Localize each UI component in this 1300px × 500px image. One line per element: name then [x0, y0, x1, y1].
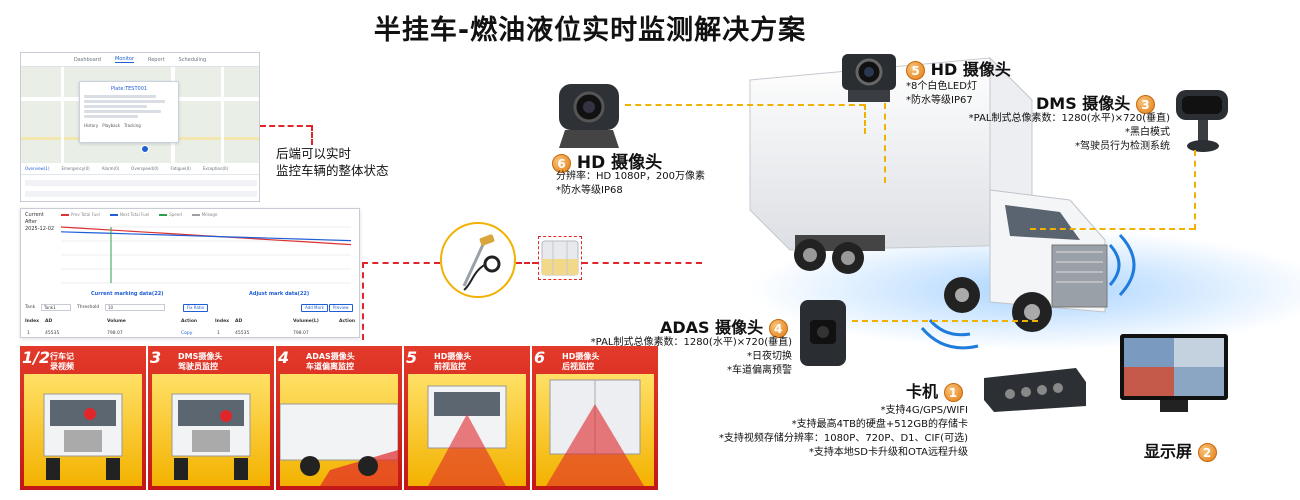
badge-2: 2: [1197, 443, 1217, 462]
camera-6-label: 6 HD 摄像头: [552, 148, 662, 173]
monitor-screenshot: Dashboard Monitor Report Scheduling Plat…: [20, 52, 260, 202]
backend-annotation: 后端可以实时 监控车辆的整体状态: [276, 146, 389, 178]
fuel-tank-image: [538, 236, 582, 280]
fuel-sensor-image: [440, 222, 516, 298]
nav-tab-report[interactable]: Report: [147, 56, 165, 63]
adas-camera-image: [800, 300, 846, 366]
scenario-card-3: 3 DMS摄像头驾驶员监控: [148, 346, 274, 490]
fuel-tank-icon: [541, 240, 579, 276]
add-mark-button[interactable]: Add Mark: [301, 304, 328, 312]
adjust-marking-title: Adjust mark data(22): [249, 291, 310, 297]
fuel-line-chart[interactable]: [21, 209, 360, 291]
scenario-card-6: 6 HD摄像头后视监控: [532, 346, 658, 490]
badge-4: 4: [768, 319, 788, 338]
badge-3: 3: [1135, 95, 1155, 114]
nav-tab-dashboard[interactable]: Dashboard: [73, 56, 101, 63]
table-tab-overview[interactable]: Overview(1): [25, 166, 50, 171]
legend-item: Mileage: [191, 212, 217, 217]
truck-illustration: [749, 56, 1300, 350]
adas-camera-desc: *PAL制式总像素数：1280(水平)×720(垂直) *日夜切换 *车道偏离预…: [590, 337, 792, 376]
truck-cab-icon: [171, 393, 251, 480]
truck-side-icon: [280, 403, 398, 486]
preview-button[interactable]: Preview: [329, 304, 353, 312]
chart-legend: Prev Total Fuel Next Total Fuel Speed Mi…: [61, 212, 217, 217]
fuel-sensor-icon: [462, 234, 501, 291]
page-title: 半挂车-燃油液位实时监测解决方案: [373, 15, 807, 46]
series-line-1: [60, 231, 352, 242]
display-label: 显示屏 2: [1144, 438, 1217, 462]
truck-cab-icon: [43, 393, 123, 480]
dvr-desc: *支持4G/GPS/WIFI *支持最高4TB的硬盘+512GB的存储卡 *支持…: [718, 405, 968, 458]
camera-6-desc: 分辨率：HD 1080P，200万像素 *防水等级IP68: [556, 171, 705, 196]
fuel-chart-screenshot: Current After 2025-12-02 Prev Total Fuel…: [20, 208, 360, 338]
popup-plate: Plate:TEST001: [110, 86, 148, 92]
popup-history-link[interactable]: History: [84, 123, 99, 128]
marking-panels: Current marking data(22) Adjust mark dat…: [25, 291, 356, 336]
display-monitor-image: [1120, 334, 1228, 412]
legend-item: Speed: [159, 212, 182, 217]
legend-item: Next Total Fuel: [109, 212, 149, 217]
dvr-label: 卡机 1: [906, 378, 963, 402]
camera-5-image: [842, 54, 896, 102]
badge-1: 1: [943, 383, 963, 402]
camera-5-label: 5 HD 摄像头: [906, 56, 1011, 80]
adas-camera-label: ADAS 摄像头 4: [660, 314, 788, 338]
dms-camera-desc: *PAL制式总像素数：1280(水平)×720(垂直) *黑白模式 *驾驶员行为…: [968, 113, 1170, 152]
table-row[interactable]: [25, 180, 257, 186]
table-tab-emergency[interactable]: Emergency(0): [61, 166, 90, 171]
monitor-nav: Dashboard Monitor Report Scheduling: [21, 53, 259, 67]
vehicle-popup: Plate:TEST001 History Playback Tracking: [79, 81, 179, 143]
vehicle-marker-icon[interactable]: [141, 145, 149, 153]
fix-ratio-button[interactable]: Fix Ratio: [183, 304, 209, 312]
nav-tab-monitor[interactable]: Monitor: [114, 56, 134, 63]
scenario-card-4: 4 ADAS摄像头车道偏离监控: [276, 346, 402, 490]
truck-rear-camera-icon: [546, 379, 644, 486]
camera-6-image: [559, 84, 619, 148]
table-tab-overspeed[interactable]: Overspeed(0): [131, 166, 159, 171]
popup-playback-link[interactable]: Playback: [102, 123, 121, 128]
current-marking-title: Current marking data(22): [91, 291, 164, 297]
table-row[interactable]: [25, 191, 257, 197]
dvr-image: [984, 368, 1086, 412]
scenario-card-5: 5 HD摄像头前视监控: [404, 346, 530, 490]
table-tab-alarm[interactable]: Alarm(0): [101, 166, 120, 171]
scenario-card-1-2: 1/2 行车记录视频: [20, 346, 146, 490]
camera-5-desc: *8个白色LED灯 *防水等级IP67: [906, 81, 977, 106]
nav-tab-scheduling[interactable]: Scheduling: [178, 56, 207, 63]
table-tab-fatigue[interactable]: Fatigue(0): [170, 166, 191, 171]
dms-camera-image: [1176, 90, 1228, 152]
copy-button[interactable]: Copy: [181, 331, 193, 336]
table-tab-exception[interactable]: Exception(0): [202, 166, 229, 171]
threshold-input[interactable]: 10: [105, 304, 165, 311]
chart-side-labels: Current After 2025-12-02: [25, 212, 55, 232]
popup-tracking-link[interactable]: Tracking: [124, 123, 141, 128]
dms-camera-label: DMS 摄像头 3: [1036, 90, 1155, 114]
badge-5: 5: [906, 61, 925, 80]
tank-select[interactable]: Tank1: [41, 304, 71, 311]
table-row: 1: [27, 331, 30, 336]
truck-front-camera-icon: [427, 385, 507, 486]
vehicle-table: Overview(1) Emergency(0) Alarm(0) Oversp…: [21, 163, 259, 201]
legend-item: Prev Total Fuel: [61, 212, 100, 217]
